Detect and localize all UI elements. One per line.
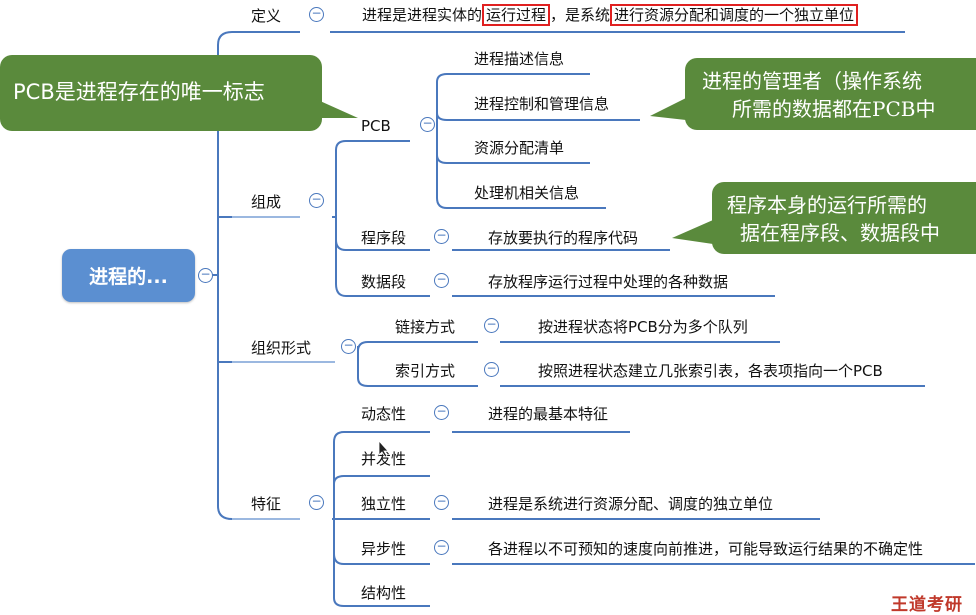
pcb-item-4[interactable]: 处理机相关信息	[474, 184, 580, 202]
root-label: 进程的...	[89, 266, 168, 288]
definition-text-pre: 进程是进程实体的	[362, 6, 483, 24]
organization-collapse-icon[interactable]: −	[341, 339, 356, 354]
composition-collapse-icon[interactable]: −	[309, 193, 324, 208]
dynamic-label[interactable]: 动态性	[361, 405, 407, 423]
callout-manager-tail	[650, 98, 686, 120]
definition-highlight-2: 进行资源分配和调度的一个独立单位	[610, 4, 859, 26]
definition-text-mid: ，是系统	[550, 6, 611, 24]
callout-pcb-unique: PCB是进程存在的唯一标志	[0, 55, 322, 131]
dynamic-collapse-icon[interactable]: −	[434, 405, 449, 420]
program-segment-label[interactable]: 程序段	[361, 229, 407, 247]
asynchrony-desc[interactable]: 各进程以不可预知的速度向前推进，可能导致运行结果的不确定性	[488, 540, 924, 558]
independence-desc[interactable]: 进程是系统进行资源分配、调度的独立单位	[488, 495, 774, 513]
program-segment-collapse-icon[interactable]: −	[434, 229, 449, 244]
data-segment-label[interactable]: 数据段	[361, 273, 407, 291]
pcb-item-2[interactable]: 进程控制和管理信息	[474, 95, 610, 113]
callout-manager: 进程的管理者（操作系统 所需的数据都在PCB中	[685, 58, 976, 130]
concurrency-label[interactable]: 并发性	[361, 450, 407, 468]
linked-collapse-icon[interactable]: −	[484, 318, 499, 333]
data-segment-desc[interactable]: 存放程序运行过程中处理的各种数据	[488, 273, 729, 291]
asynchrony-label[interactable]: 异步性	[361, 540, 407, 558]
indexed-collapse-icon[interactable]: −	[484, 362, 499, 377]
callout-manager-line1: 进程的管理者（操作系统	[702, 69, 922, 93]
callout-pcb-unique-tail	[300, 92, 358, 118]
pcb-collapse-icon[interactable]: −	[420, 117, 435, 132]
branch-organization-label[interactable]: 组织形式	[251, 339, 312, 357]
branch-composition-label[interactable]: 组成	[251, 193, 282, 211]
asynchrony-collapse-icon[interactable]: −	[434, 540, 449, 555]
independence-collapse-icon[interactable]: −	[434, 495, 449, 510]
dynamic-desc[interactable]: 进程的最基本特征	[488, 405, 609, 423]
callout-program-line1: 程序本身的运行所需的	[727, 193, 927, 217]
callout-program-line2: 据在程序段、数据段中	[740, 221, 940, 245]
branch-definition-label[interactable]: 定义	[251, 7, 282, 25]
definition-content[interactable]: 进程是进程实体的运行过程，是系统进行资源分配和调度的一个独立单位	[362, 4, 859, 26]
features-collapse-icon[interactable]: −	[309, 495, 324, 510]
root-node[interactable]: 进程的...	[62, 249, 195, 302]
mouse-cursor-icon	[378, 440, 389, 458]
root-collapse-icon[interactable]: −	[198, 268, 213, 283]
branch-features-label[interactable]: 特征	[251, 495, 282, 513]
definition-highlight-1: 运行过程	[482, 4, 551, 26]
indexed-label[interactable]: 索引方式	[395, 362, 456, 380]
callout-program: 程序本身的运行所需的 据在程序段、数据段中	[712, 182, 976, 254]
independence-label[interactable]: 独立性	[361, 495, 407, 513]
linked-label[interactable]: 链接方式	[395, 318, 456, 336]
linked-desc[interactable]: 按进程状态将PCB分为多个队列	[538, 318, 748, 336]
definition-collapse-icon[interactable]: −	[309, 7, 324, 22]
structure-label[interactable]: 结构性	[361, 584, 407, 602]
pcb-label[interactable]: PCB	[361, 117, 391, 135]
callout-program-tail	[672, 220, 713, 244]
indexed-desc[interactable]: 按照进程状态建立几张索引表，各表项指向一个PCB	[538, 362, 883, 380]
pcb-item-3[interactable]: 资源分配清单	[474, 139, 565, 157]
watermark: 王道考研	[891, 595, 963, 615]
callout-manager-line2: 所需的数据都在PCB中	[732, 97, 936, 121]
pcb-item-1[interactable]: 进程描述信息	[474, 50, 565, 68]
data-segment-collapse-icon[interactable]: −	[434, 273, 449, 288]
callout-pcb-unique-text: PCB是进程存在的唯一标志	[13, 80, 265, 104]
program-segment-desc[interactable]: 存放要执行的程序代码	[488, 229, 639, 247]
